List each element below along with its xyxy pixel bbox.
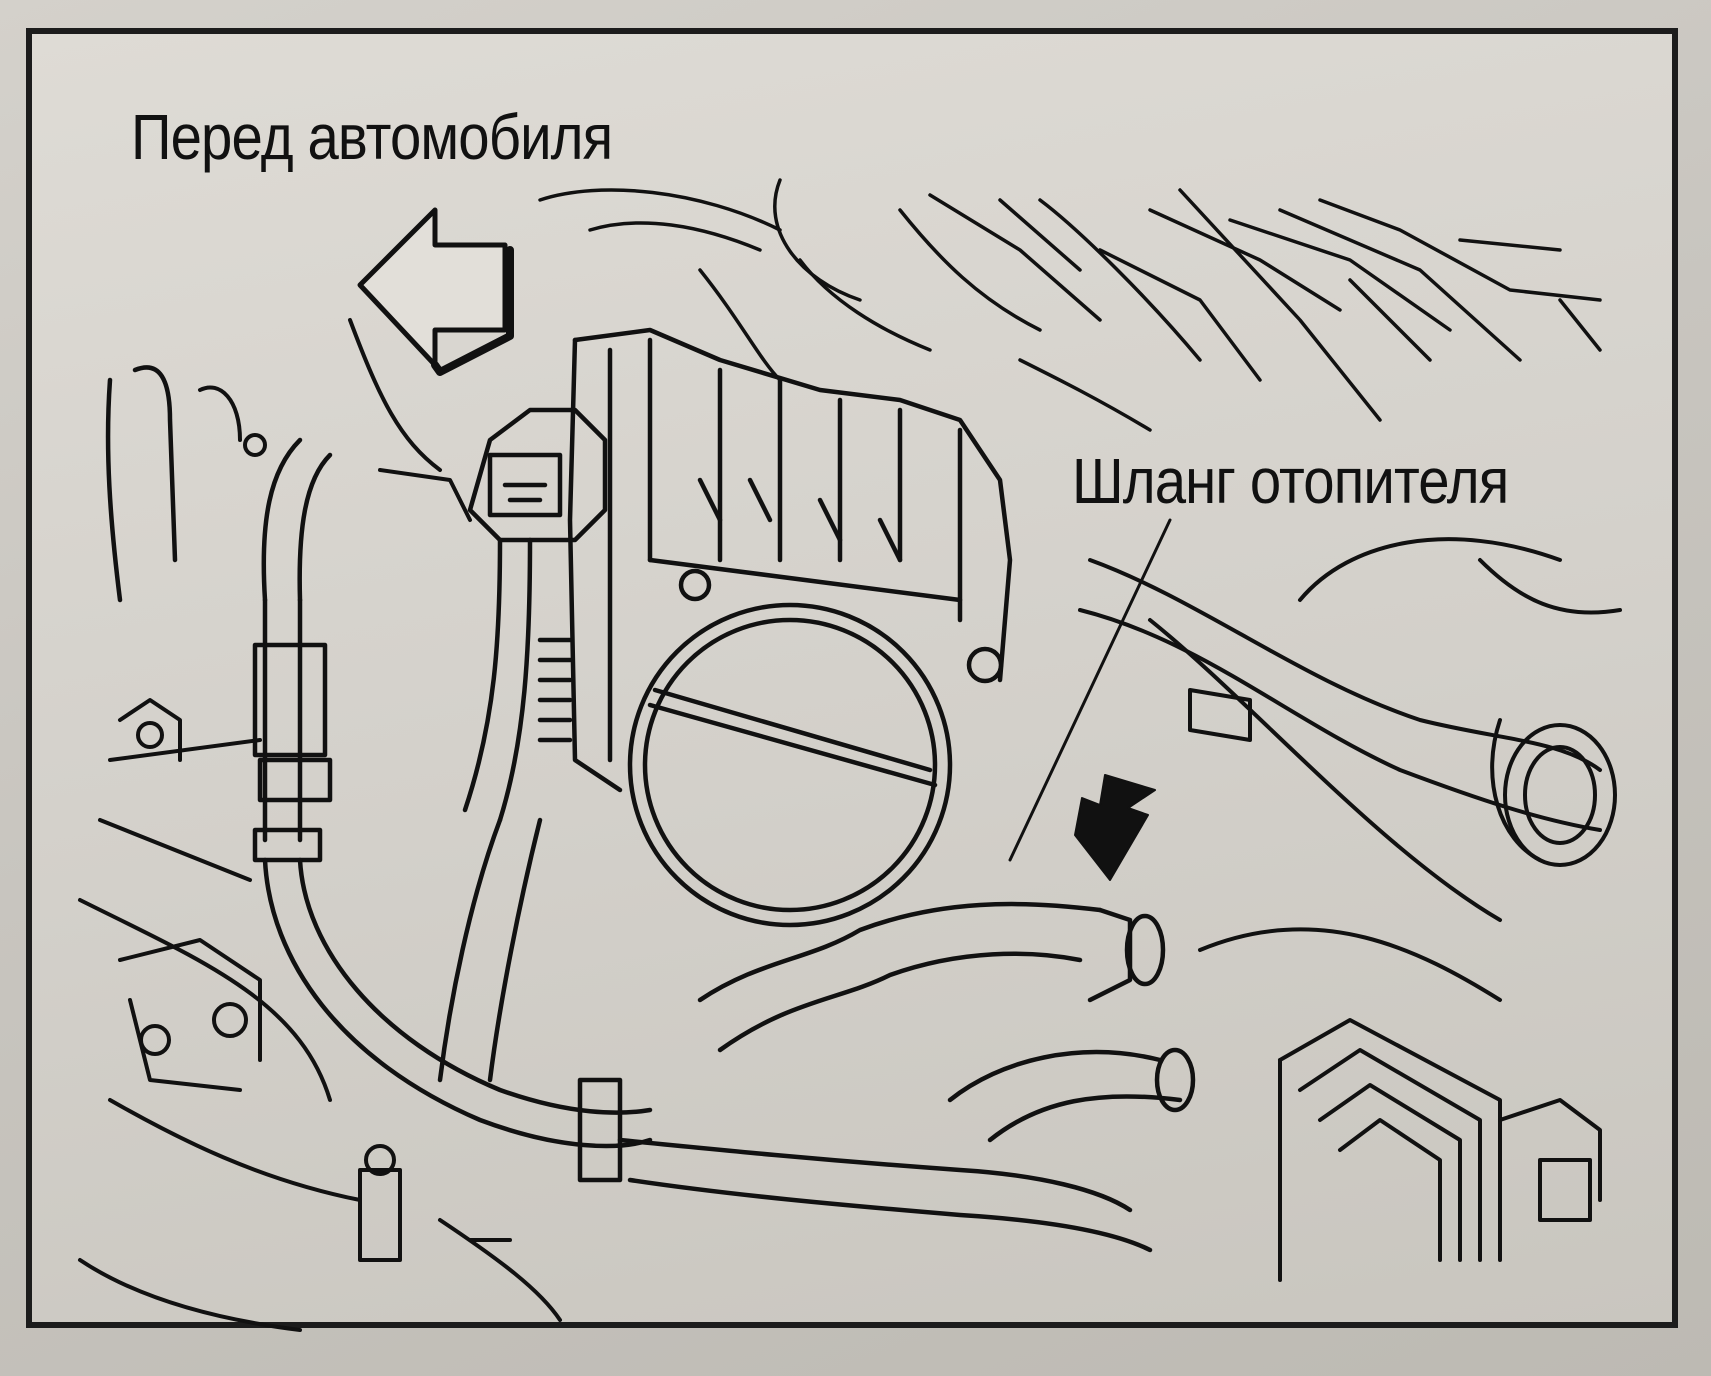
front-of-vehicle-label: Перед автомобиля: [131, 101, 613, 173]
bracket-box: [1278, 1018, 1602, 1282]
heater-hose-label: Шланг отопителя: [1072, 445, 1509, 517]
arrow-left-icon: [357, 207, 514, 376]
heater-hoses: [437, 817, 1196, 1253]
heater-hose-leader-line: [1008, 518, 1172, 862]
arrow-down-icon: [1074, 774, 1156, 881]
electrical-connector: [462, 407, 608, 823]
throttle-body: [537, 327, 1013, 928]
left-pipe: [105, 365, 653, 1149]
intake-manifold: [538, 178, 1602, 432]
right-hose: [1078, 537, 1622, 1002]
engine-block: [78, 318, 562, 1332]
